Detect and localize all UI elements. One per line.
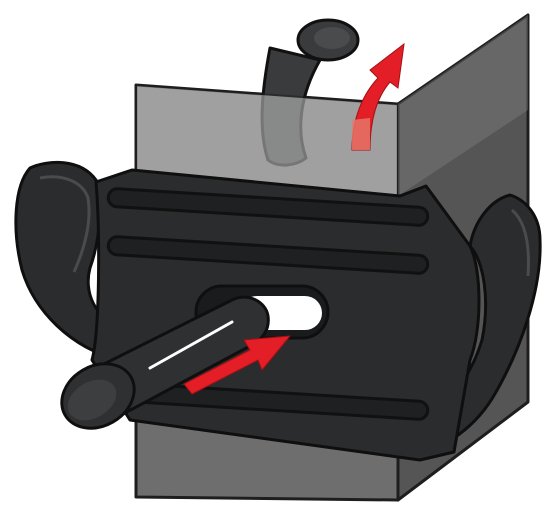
illustration-stage	[0, 0, 543, 507]
clamp-bracket-illustration	[0, 0, 543, 507]
